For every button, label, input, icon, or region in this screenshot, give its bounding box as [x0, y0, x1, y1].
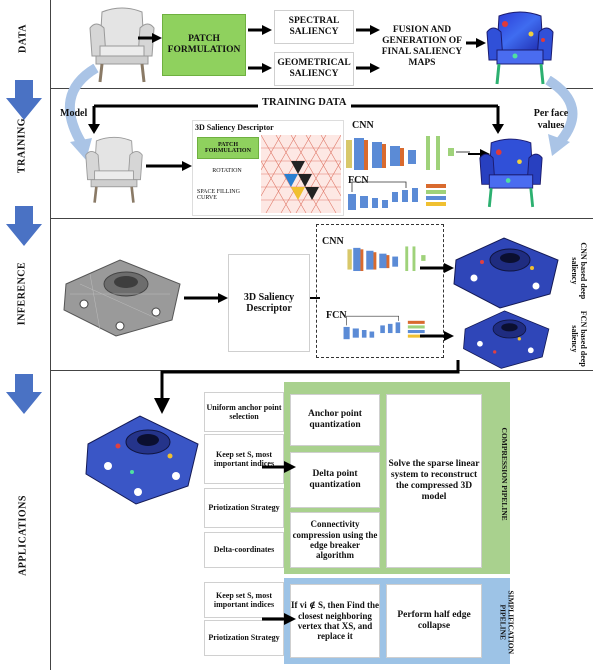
fusion-label: FUSION AND GENERATION OF FINAL SALIENCY … [381, 25, 463, 68]
geometrical-saliency-box: GEOMETRICAL SALIENCY [274, 52, 354, 86]
separator-training [50, 218, 593, 219]
arrow-icon [356, 25, 380, 35]
geometrical-saliency-label: GEOMETRICAL SALIENCY [277, 58, 351, 79]
fcn-label: FCN [348, 175, 369, 186]
saliency-descriptor-panel: 3D Saliency Descriptor PATCH FORMULATION… [192, 120, 344, 216]
fcn-architecture-image [343, 315, 425, 340]
inference-descriptor-label: 3D Saliency Descriptor [243, 291, 295, 315]
descriptor-space-filling-label: SPACE FILLING CURVE [197, 189, 240, 201]
arrow-icon [138, 33, 162, 43]
application-connector [154, 360, 460, 414]
descriptor-space-filling: SPACE FILLING CURVE [197, 187, 261, 203]
chair-model-image [89, 7, 155, 83]
model-label: Model [60, 108, 88, 119]
arrow-icon [262, 613, 296, 625]
descriptor-patch-formulation: PATCH FORMULATION [197, 137, 259, 159]
arrow-icon [420, 331, 454, 341]
simplification-step: Perform half edge collapse [386, 584, 482, 658]
inference-network-panel [316, 224, 444, 358]
cnn-architecture-image [347, 246, 426, 272]
arrow-icon [310, 297, 320, 299]
per-face-curve-arrow-icon [545, 76, 578, 156]
inference-fcn-label: FCN [326, 310, 347, 321]
compression-solve-box: Solve the sparse linear system to recons… [386, 394, 482, 568]
per-face-label: Per face values [533, 108, 569, 131]
compression-step: Anchor point quantization [290, 394, 380, 446]
descriptor-title: 3D Saliency Descriptor [195, 123, 274, 132]
fusion-box: FUSION AND GENERATION OF FINAL SALIENCY … [378, 10, 466, 84]
stage-arrow-icon [6, 80, 42, 120]
patch-formulation-label: PATCH FORMULATION [167, 34, 241, 55]
inference-descriptor-box: 3D Saliency Descriptor [228, 254, 310, 352]
training-data-label: TRAINING DATA [258, 97, 351, 108]
stage-label-inference: INFERENCE [16, 261, 28, 326]
saliency-chair-image [479, 138, 543, 208]
triangle-grid-image [261, 135, 341, 213]
inference-cnn-label: CNN [322, 236, 344, 247]
stage-label-applications: APPLICATIONS [17, 495, 29, 576]
arrow-icon [420, 263, 454, 273]
stage-label-data: DATA [17, 24, 29, 53]
compression-step: Connectivity compression using the edge … [290, 512, 380, 568]
descriptor-rotation-label: ROTATION [212, 168, 242, 174]
descriptor-patch-formulation-label: PATCH FORMULATION [205, 142, 251, 154]
cnn-architecture-image [346, 136, 470, 170]
cnn-label: CNN [352, 120, 374, 131]
saliency-part-model-image [85, 415, 199, 505]
stage-label-training: TRAINING [16, 117, 28, 174]
simplification-step: If vi ∉ S, then Find the closest neighbo… [290, 584, 380, 658]
patch-formulation-box: PATCH FORMULATION [162, 14, 246, 76]
arrow-icon [146, 161, 192, 171]
fcn-saliency-model-image [463, 310, 550, 369]
app-left-item: Delta-coordinates [204, 532, 284, 568]
mechanical-part-model-image [63, 259, 181, 337]
stage-divider [50, 0, 51, 670]
arrow-icon [356, 63, 380, 73]
cnn-saliency-model-image [453, 237, 559, 309]
saliency-chair-image [486, 11, 554, 85]
chair-model-image [85, 136, 143, 203]
descriptor-rotation: ROTATION [197, 163, 257, 179]
arrow-icon [248, 63, 272, 73]
arrow-icon [262, 461, 296, 473]
stage-arrow-icon [6, 206, 42, 246]
arrow-icon [248, 25, 272, 35]
arrow-icon [466, 38, 486, 48]
spectral-saliency-label: SPECTRAL SALIENCY [288, 16, 340, 37]
app-left-item: Uniform anchor point selection [204, 392, 284, 432]
simp-left-item: Priotization Strategy [204, 620, 284, 656]
compression-pipeline-label: COMPRESSION PIPELINE [500, 427, 510, 521]
arrow-icon [184, 293, 228, 303]
spectral-saliency-box: SPECTRAL SALIENCY [274, 10, 354, 44]
app-left-item: Priotization Strategy [204, 488, 284, 528]
simplification-pipeline-label: SIMPLIFICATION PIPELINE [498, 590, 516, 655]
simp-left-item: Keep set S, most important indices [204, 582, 284, 618]
separator-data [50, 88, 593, 89]
fcn-saliency-label: FCN based deep saliency [570, 310, 588, 367]
stage-arrow-icon [6, 374, 42, 414]
compression-step: Delta point quantization [290, 452, 380, 508]
fcn-architecture-image [348, 181, 446, 210]
app-left-item: Keep set S, most important indices [204, 434, 284, 484]
